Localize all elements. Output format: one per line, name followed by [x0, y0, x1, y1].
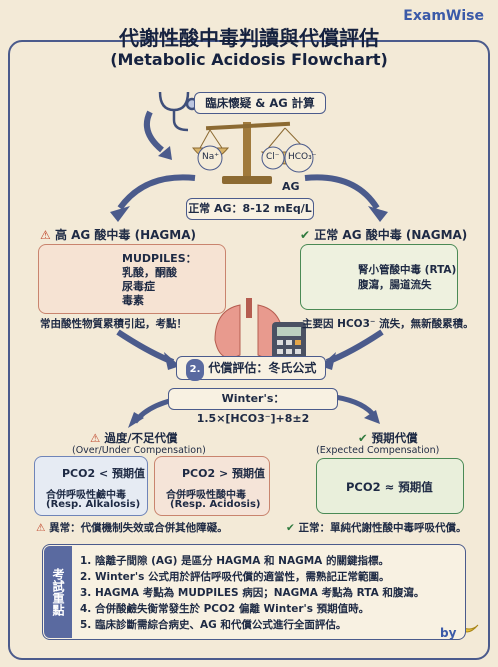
page-title: 代謝性酸中毒判讀與代償評估 — [119, 26, 379, 50]
alkalosis-en: (Resp. Alkalosis) — [46, 499, 141, 510]
expected-box — [316, 458, 464, 514]
expected-subtitle: (Expected Compensation) — [316, 445, 440, 456]
nagma-box — [300, 244, 458, 310]
expected-title: ✔ 預期代償 — [358, 430, 418, 446]
nagma-note: 主要因 HCO3⁻ 流失，無新酸累積。 — [302, 318, 474, 330]
expected-note-text: 正常：單純代謝性酸中毒呼吸代償。 — [298, 522, 467, 534]
hagma-note: 常由酸性物質累積引起，考點！ — [40, 318, 187, 330]
keypoints-box — [42, 544, 466, 640]
compensation-step: 2.代償評估：冬氏公式 — [176, 356, 326, 381]
pco2-expected: PCO2 ≈ 預期值 — [346, 480, 433, 494]
arrow-to-nagma — [304, 174, 380, 210]
check-icon: ✔ — [358, 431, 372, 445]
keypoint-4: 4. 合併酸鹼失衡常發生於 PCO2 偏離 Winter's 預期值時。 — [80, 603, 370, 615]
keypoint-5: 5. 臨床診斷需綜合病史、AG 和代償公式進行全面評估。 — [80, 619, 347, 631]
nagma-title-text: 正常 AG 酸中毒 (NAGMA) — [314, 228, 468, 242]
alkalosis-desc: 合併呼吸性鹼中毒 — [46, 490, 126, 501]
by-signature: by — [440, 626, 457, 640]
keypoint-3: 3. HAGMA 考點為 MUDPILES 病因；NAGMA 考點為 RTA 和… — [80, 587, 425, 599]
cl-label: Cl⁻ — [266, 152, 280, 162]
arrow-to-hagma — [117, 174, 196, 210]
winters-formula: Winter's：1.5×[HCO3⁻]+8±2 — [168, 388, 338, 425]
alkalosis-box — [34, 456, 148, 516]
check-icon: ✔ — [300, 228, 315, 242]
keypoint-1: 1. 陰離子間隙 (AG) 是區分 HAGMA 和 NAGMA 的關鍵指標。 — [80, 555, 389, 567]
acidosis-box — [154, 456, 270, 516]
arrow-hagma-to-comp — [116, 329, 175, 365]
acidosis-desc: 合併呼吸性酸中毒 — [166, 490, 246, 501]
normal-ag-range: 正常 AG：8-12 mEq/L — [186, 198, 314, 220]
calculator-icon — [272, 322, 306, 366]
mudpiles-label: MUDPILES： — [122, 252, 197, 265]
page-subtitle: (Metabolic Acidosis Flowchart) — [110, 50, 388, 69]
hagma-item-uremia: 尿毒症 — [122, 280, 155, 293]
nagma-item-diarrhea: 腹瀉，腸道流失 — [358, 279, 432, 291]
arrow-to-scale — [144, 110, 164, 153]
hagma-box — [38, 244, 226, 314]
stethoscope-icon — [158, 91, 199, 132]
inadequate-subtitle: (Over/Under Compensation) — [72, 445, 206, 456]
inadequate-note: ⚠ 異常：代償機制失效或合併其他障礙。 — [36, 520, 228, 535]
expected-title-text: 預期代償 — [371, 431, 418, 445]
outer-frame — [8, 40, 490, 660]
pco2-high: PCO2 > 預期值 — [182, 467, 266, 480]
compensation-label: 代償評估：冬氏公式 — [208, 361, 317, 375]
step-number: 2. — [185, 359, 205, 381]
inadequate-note-text: 異常：代償機制失效或合併其他障礙。 — [49, 522, 228, 534]
arrow-nagma-to-comp — [325, 329, 384, 365]
balance-scale-icon — [191, 121, 314, 184]
warning-icon: ⚠ — [90, 431, 105, 445]
check-icon: ✔ — [286, 522, 299, 534]
inadequate-title-text: 過度/不足代償 — [104, 431, 178, 445]
nagma-title: ✔ 正常 AG 酸中毒 (NAGMA) — [300, 226, 467, 243]
keypoints-label: 考試重點 — [44, 546, 72, 638]
start-step: 臨床懷疑 & AG 計算 — [194, 92, 326, 114]
brand-logo: ExamWise — [403, 8, 484, 24]
warning-icon: ⚠ — [40, 228, 55, 242]
expected-note: ✔ 正常：單純代謝性酸中毒呼吸代償。 — [286, 520, 466, 535]
nagma-item-rta: 腎小管酸中毒 (RTA) — [358, 264, 457, 276]
keypoint-2: 2. Winter's 公式用於評估呼吸代償的適當性，需熟記正常範圍。 — [80, 571, 390, 583]
acidosis-en: (Resp. Acidosis) — [170, 499, 261, 510]
hagma-item-lactic: 乳酸，酮酸 — [122, 266, 177, 279]
pco2-low: PCO2 < 預期值 — [62, 467, 146, 480]
hagma-title: ⚠ 高 AG 酸中毒 (HAGMA) — [40, 226, 196, 243]
ag-label: AG — [282, 180, 300, 193]
inadequate-title: ⚠ 過度/不足代償 — [90, 430, 178, 446]
hagma-item-toxins: 毒素 — [122, 294, 144, 307]
hco3-label: HCO₃⁻ — [288, 152, 317, 162]
warning-icon: ⚠ — [36, 522, 50, 534]
arrow-to-expected — [334, 394, 378, 419]
hagma-title-text: 高 AG 酸中毒 (HAGMA) — [54, 228, 196, 242]
na-label: Na⁺ — [202, 152, 219, 162]
